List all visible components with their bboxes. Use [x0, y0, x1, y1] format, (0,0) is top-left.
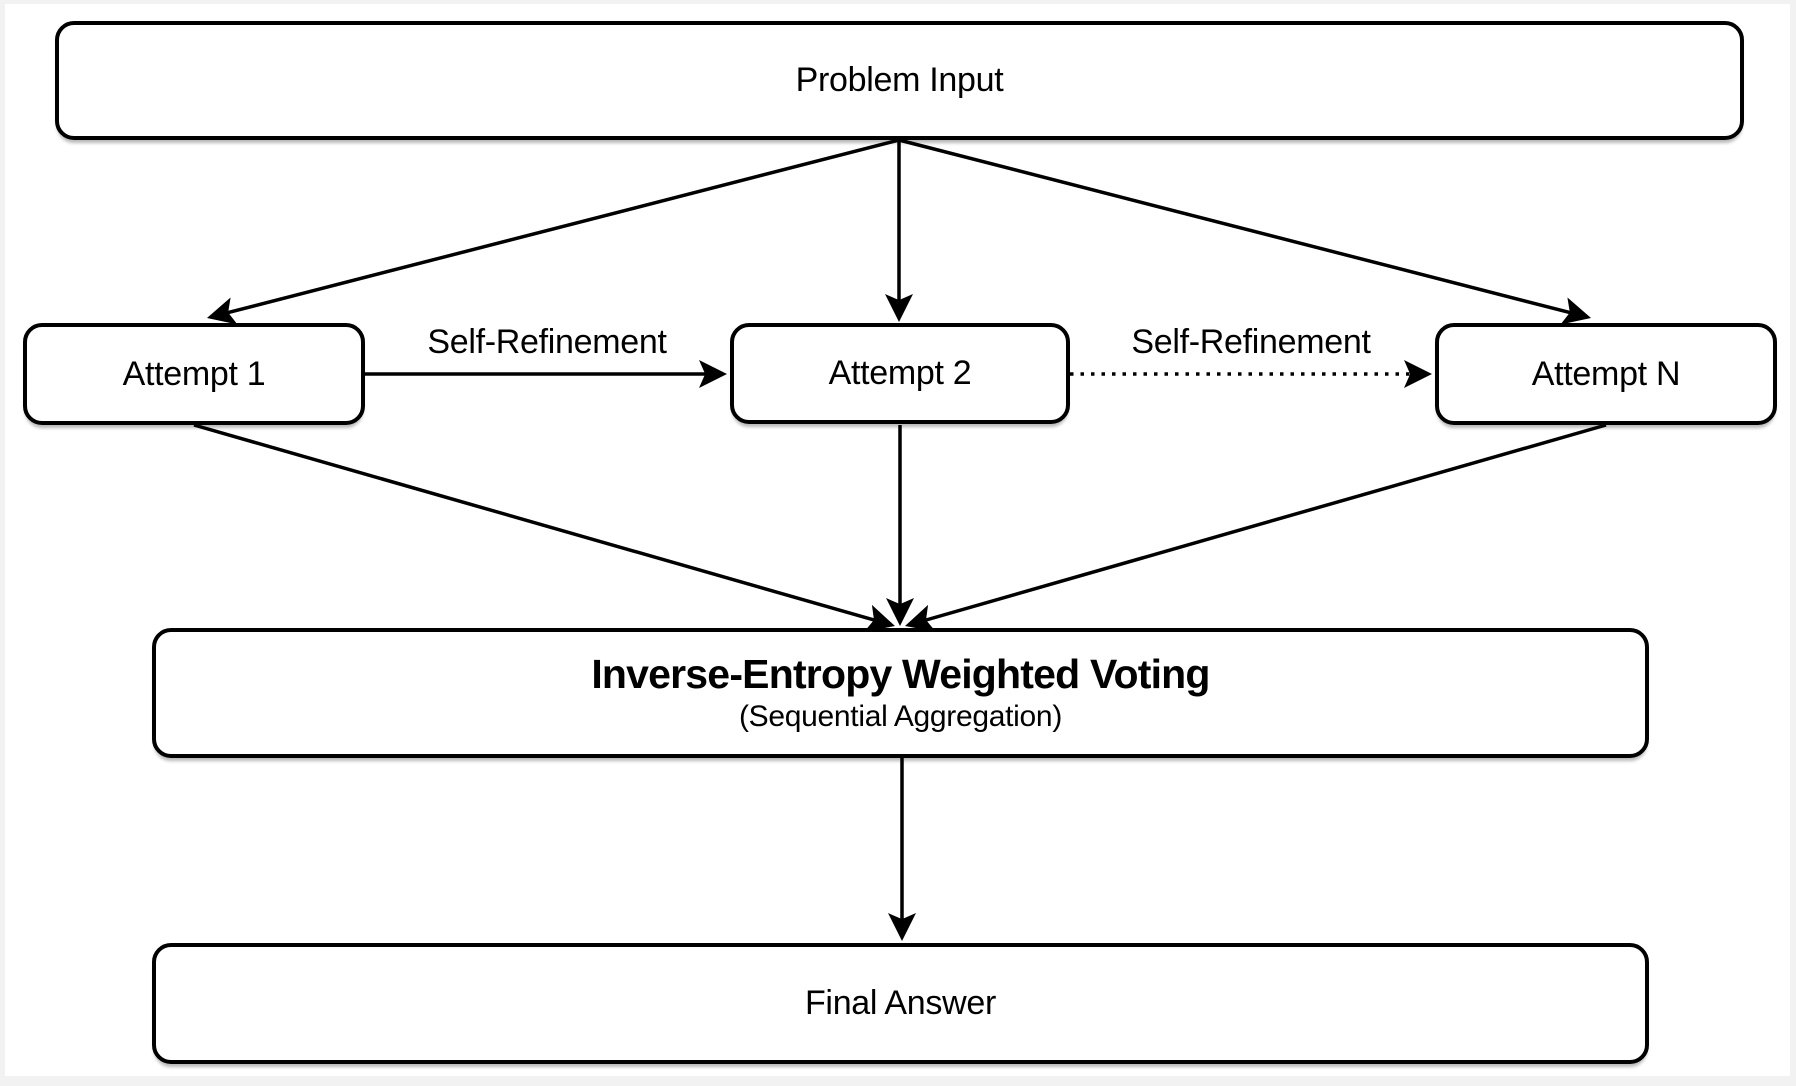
edge-attempt1-to-voting: [193, 423, 895, 632]
attempt-2-label: Attempt 2: [828, 354, 972, 392]
self-refinement-label-left: Self-Refinement: [427, 323, 667, 361]
attempt-1-label: Attempt 1: [122, 354, 266, 393]
node-attempt-n: Attempt N: [1435, 323, 1777, 425]
problem-input-label: Problem Input: [795, 61, 1004, 99]
edge-input-to-attempt1: [206, 138, 900, 325]
node-attempt-1: Attempt 1: [23, 323, 365, 425]
voting-subtitle: (Sequential Aggregation): [738, 700, 1063, 733]
voting-title: Inverse-Entropy Weighted Voting: [591, 651, 1210, 697]
node-inverse-entropy-voting: Inverse-Entropy Weighted Voting (Sequent…: [152, 628, 1649, 758]
edge-attemptn-to-voting: [905, 423, 1607, 632]
node-problem-input: Problem Input: [55, 21, 1744, 140]
final-answer-label: Final Answer: [804, 984, 997, 1022]
node-final-answer: Final Answer: [152, 943, 1649, 1064]
attempt-n-label: Attempt N: [1531, 354, 1681, 393]
node-attempt-2: Attempt 2: [730, 323, 1070, 424]
self-refinement-label-right: Self-Refinement: [1131, 323, 1371, 361]
edge-input-to-attemptn: [898, 138, 1592, 325]
